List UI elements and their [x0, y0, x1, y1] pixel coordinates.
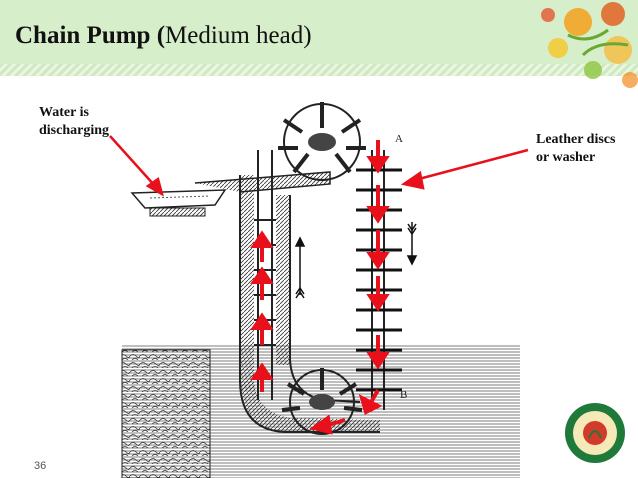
- leather-discs-note: Leather discs or washer: [536, 131, 615, 167]
- title-stripe: [0, 64, 638, 76]
- discharge-channel: [194, 171, 331, 193]
- leather-pointer-arrow: [400, 148, 529, 190]
- label-b: B: [400, 389, 407, 401]
- chain-right: [371, 150, 385, 410]
- leather-note-line2: or washer: [536, 150, 596, 165]
- flower-decoration: [541, 2, 638, 88]
- slide-title-bold: Chain Pump (: [15, 22, 166, 49]
- bottom-sprocket-wheel: [281, 368, 363, 435]
- label-a: A: [395, 133, 403, 145]
- pipe-tube: [239, 175, 380, 433]
- leather-note-line1: Leather discs: [536, 132, 616, 147]
- down-direction-arrow: [406, 222, 418, 266]
- top-sprocket-wheel: [278, 102, 366, 181]
- title-bar: [0, 0, 638, 76]
- water-note-line2: discharging: [39, 123, 110, 138]
- red-flow-arrows: [250, 140, 390, 435]
- slide-title: Chain Pump (Medium head): [15, 22, 312, 50]
- page-number: 36: [34, 460, 47, 472]
- water-note-line1: Water is: [39, 105, 89, 120]
- discharge-basin: [130, 189, 227, 217]
- water-discharging-note: Water is discharging: [39, 104, 109, 140]
- up-direction-arrow: [294, 236, 306, 299]
- water-pointer-arrow: [109, 135, 164, 197]
- slide-title-rest: Medium head): [165, 22, 312, 49]
- stone-bank: [121, 349, 211, 478]
- university-seal-logo: [565, 403, 625, 463]
